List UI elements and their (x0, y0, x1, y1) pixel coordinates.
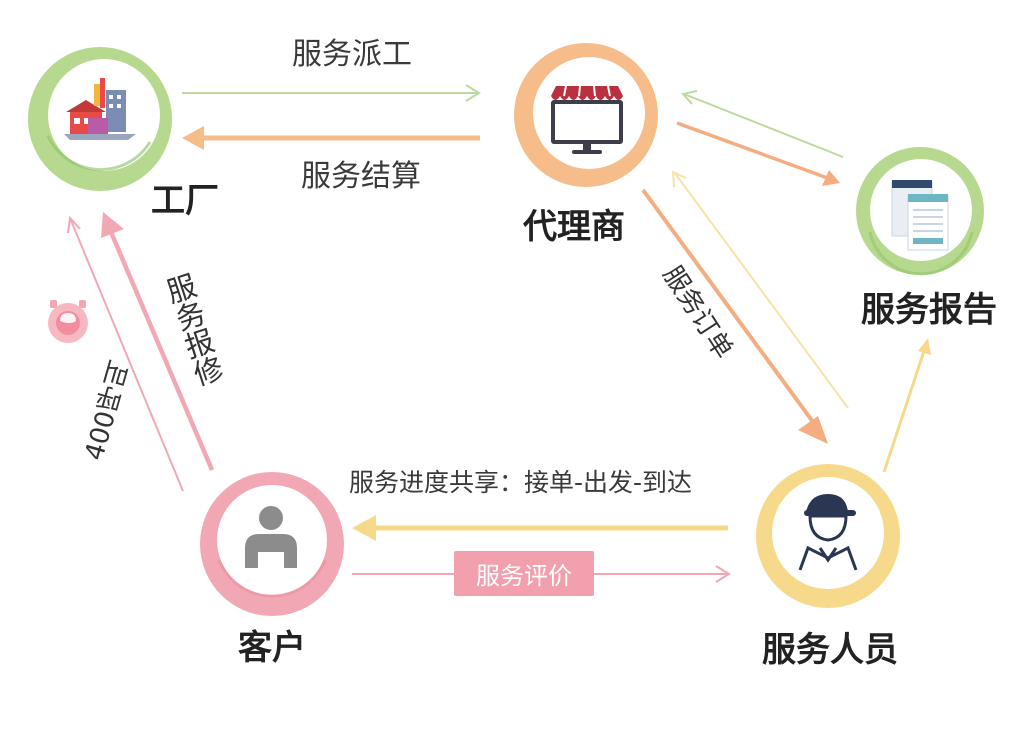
edge-dispatch (182, 84, 481, 102)
node-label-agent: 代理商 (523, 207, 625, 247)
technician-icon (798, 494, 858, 571)
edge-label-rating: 服务评价 (454, 551, 594, 596)
edge-order (641, 188, 828, 444)
document-icon (891, 180, 949, 251)
node-customer (200, 472, 344, 616)
edge-report-to-agent (681, 90, 844, 158)
edge-staff-to-agent (671, 170, 849, 409)
node-factory (28, 47, 172, 191)
edge-label-progress: 服务进度共享：接单-出发-到达 (349, 468, 693, 497)
phone-icon (48, 300, 88, 343)
node-report (856, 147, 984, 276)
node-label-staff: 服务人员 (762, 630, 898, 670)
edge-settlement (182, 126, 480, 150)
edge-agent-to-report (676, 121, 840, 186)
person-icon (245, 506, 297, 568)
node-label-report: 服务报告 (861, 290, 997, 330)
edge-staff-to-report (882, 338, 931, 473)
node-label-customer: 客户 (238, 628, 306, 668)
factory-icon (64, 78, 136, 140)
node-staff (756, 464, 900, 608)
node-agent (514, 43, 658, 187)
storefront-icon (551, 85, 623, 154)
edge-hotline (67, 215, 184, 492)
edge-label-settlement: 服务结算 (301, 159, 421, 194)
node-label-factory: 工厂 (151, 181, 219, 221)
edge-repair (101, 212, 215, 471)
edge-progress (352, 515, 728, 541)
edge-label-dispatch: 服务派工 (292, 37, 412, 72)
